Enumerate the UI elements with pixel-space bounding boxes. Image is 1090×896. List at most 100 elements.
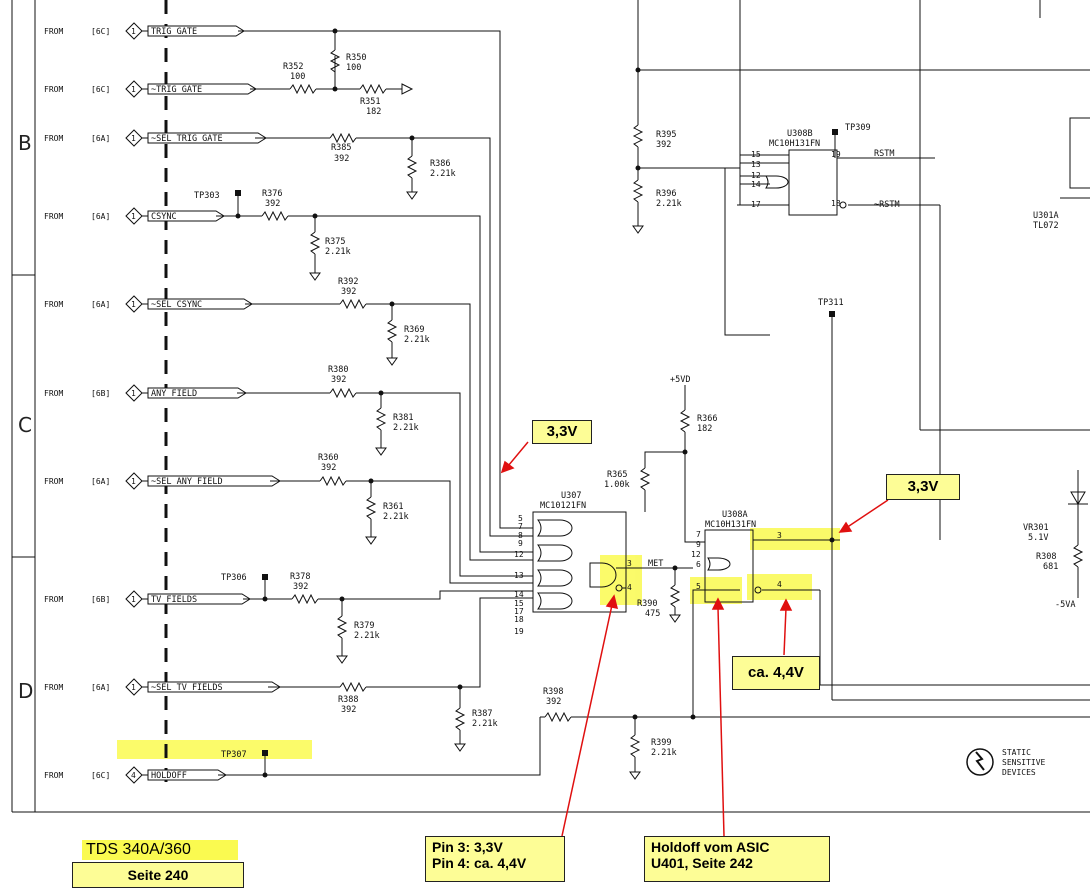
signal-port [147, 681, 281, 693]
input-connector: FROM[6A]1~SEL_TV_FIELDS [44, 678, 281, 696]
signal-name: TRIG_GATE [151, 27, 197, 37]
svg-text:5: 5 [696, 582, 701, 591]
input-ref: [6A] [91, 134, 110, 143]
r308-label: R308 [1036, 552, 1056, 562]
vneg-label: -5VA [1055, 600, 1075, 610]
signal-name: ~SEL_ANY_FIELD [151, 477, 223, 487]
tp307-label: TP307 [221, 750, 247, 760]
r361-value: 2.21k [383, 512, 409, 522]
r398-value: 392 [546, 697, 561, 707]
svg-text:7: 7 [696, 530, 701, 539]
vplus-label: +5VD [670, 375, 690, 385]
r395-label: R395 [656, 130, 676, 140]
r352-label: R352 [283, 62, 303, 72]
svg-text:7: 7 [518, 522, 523, 531]
svg-text:13: 13 [514, 571, 524, 580]
input-ref: [6A] [91, 300, 110, 309]
signal-port [147, 475, 281, 487]
svg-text:18: 18 [831, 199, 841, 208]
r361-label: R361 [383, 502, 403, 512]
signal-name: ~SEL_TRIG_GATE [151, 134, 223, 144]
svg-text:15: 15 [751, 150, 761, 159]
input-from: FROM [44, 477, 63, 486]
holdoff-line-1: Holdoff vom ASIC [651, 839, 770, 855]
svg-text:3: 3 [627, 559, 632, 568]
r375-label: R375 [325, 237, 345, 247]
static-label-1: STATIC [1002, 748, 1031, 757]
r386-label: R386 [430, 159, 450, 169]
r350-value: 100 [346, 63, 361, 73]
svg-text:5: 5 [518, 514, 523, 523]
input-ref: [6A] [91, 477, 110, 486]
svg-text:19: 19 [831, 150, 841, 159]
voltage-callout-44: ca. 4,4V [732, 656, 820, 690]
input-ref: [6C] [91, 85, 110, 94]
r390-value: 475 [645, 609, 660, 619]
holdoff-line-2: U401, Seite 242 [651, 855, 753, 871]
r399-label: R399 [651, 738, 671, 748]
nrstm-label: ~RSTM [874, 200, 900, 210]
signal-name: CSYNC [151, 212, 177, 222]
svg-text:6: 6 [696, 560, 701, 569]
r387-label: R387 [472, 709, 492, 719]
svg-text:12: 12 [751, 171, 761, 180]
voltage-callout-33-left: 3,3V [532, 420, 592, 444]
input-ref: [6C] [91, 27, 110, 36]
r369-label: R369 [404, 325, 424, 335]
sheet-ref-number: 1 [131, 134, 136, 143]
zone-c: C [18, 413, 32, 437]
u307-label: U307 [561, 491, 581, 501]
vr301-label: VR301 [1023, 523, 1049, 533]
r376-label: R376 [262, 189, 282, 199]
pin-callout: Pin 3: 3,3V Pin 4: ca. 4,4V [425, 836, 565, 882]
sheet-ref-number: 1 [131, 683, 136, 692]
page-label: Seite 240 [72, 862, 244, 888]
input-connector: FROM[6A]1~SEL_CSYNC [44, 295, 253, 313]
r386-value: 2.21k [430, 169, 456, 179]
input-ref: [6A] [91, 683, 110, 692]
vr301-value: 5.1V [1028, 533, 1048, 543]
svg-text:8: 8 [518, 531, 523, 540]
wires [216, 0, 1090, 780]
svg-text:4: 4 [627, 583, 632, 592]
input-connector: FROM [6A] 1 ~SEL_TRIG_GATE [44, 129, 267, 147]
r396-label: R396 [656, 189, 676, 199]
input-from: FROM [44, 683, 63, 692]
input-from: FROM [44, 85, 63, 94]
rstm-label: RSTM [874, 149, 894, 159]
tp311-label: TP311 [818, 298, 844, 308]
r365-label: R365 [607, 470, 627, 480]
zone-b: B [18, 131, 32, 155]
r379-value: 2.21k [354, 631, 380, 641]
svg-text:14: 14 [751, 180, 761, 189]
tp309-label: TP309 [845, 123, 871, 133]
r385-value: 392 [334, 154, 349, 164]
svg-text:19: 19 [514, 627, 524, 636]
r395-value: 392 [656, 140, 671, 150]
svg-text:12: 12 [514, 550, 524, 559]
u301a-label: U301A [1033, 211, 1059, 221]
signal-port [147, 387, 247, 399]
signal-name: ~TRIG_GATE [151, 85, 202, 95]
u308a-part: MC10H131FN [705, 520, 756, 530]
input-from: FROM [44, 134, 63, 143]
sheet-ref-number: 1 [131, 27, 136, 36]
r381-label: R381 [393, 413, 413, 423]
svg-text:15: 15 [514, 599, 524, 608]
sheet-ref-number: 1 [131, 212, 136, 221]
met-label: MET [648, 559, 663, 569]
r385-label: R385 [331, 143, 351, 153]
r376-value: 392 [265, 199, 280, 209]
r381-value: 2.21k [393, 423, 419, 433]
r392-label: R392 [338, 277, 358, 287]
input-from: FROM [44, 300, 63, 309]
svg-text:17: 17 [514, 607, 524, 616]
r378-value: 392 [293, 582, 308, 592]
sheet-ref-number: 1 [131, 595, 136, 604]
u307-part: MC10121FN [540, 501, 586, 511]
r352-value: 100 [290, 72, 305, 82]
sheet-ref-number: 1 [131, 389, 136, 398]
u301a-part: TL072 [1033, 221, 1059, 231]
